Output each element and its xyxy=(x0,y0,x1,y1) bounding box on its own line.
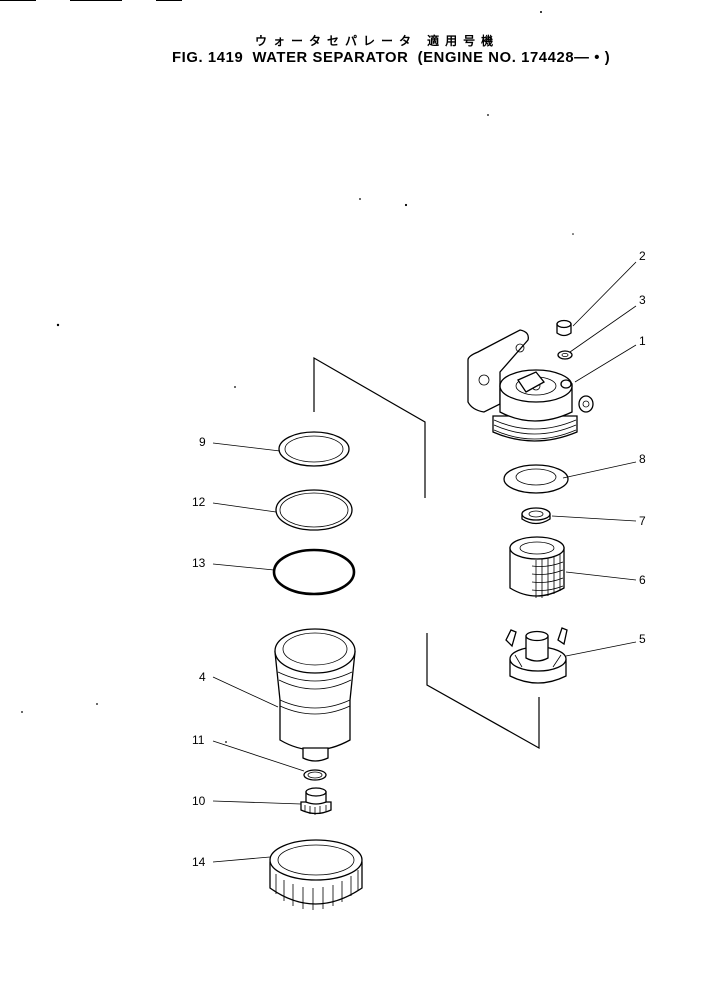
figure-title-text: WATER SEPARATOR xyxy=(252,50,409,66)
ring-nut xyxy=(269,839,363,910)
engine-reference: (ENGINE NO. 174428— • ) xyxy=(417,50,611,66)
figure-title: FIG. 1419 WATER SEPARATOR (ENGINE NO. 1744… xyxy=(172,50,620,66)
callout-labels: 2 3 1 8 7 6 5 9 12 13 4 11 10 14 xyxy=(192,249,646,869)
baffle xyxy=(505,627,568,684)
seal xyxy=(521,507,551,525)
o-ring-12 xyxy=(275,489,353,531)
scan-mark xyxy=(70,0,122,1)
callout-6: 6 xyxy=(639,573,646,587)
callout-5: 5 xyxy=(639,632,646,646)
figure-label: FIG. 1419 xyxy=(172,50,244,66)
washer xyxy=(557,350,573,360)
figure-title-japanese: ウォータセパレータ 適用号機 xyxy=(255,34,500,48)
callout-3: 3 xyxy=(639,293,646,307)
filter-element xyxy=(509,536,565,598)
bowl xyxy=(274,628,356,762)
scan-mark xyxy=(0,0,36,1)
o-ring-11 xyxy=(303,769,327,781)
scan-specks xyxy=(21,11,574,743)
leader-lines xyxy=(212,261,637,863)
callout-14: 14 xyxy=(192,855,206,869)
callout-11: 11 xyxy=(192,733,205,747)
filter-head xyxy=(467,329,594,442)
callout-7: 7 xyxy=(639,514,646,528)
gasket-plate xyxy=(503,464,569,494)
o-ring-13 xyxy=(272,548,356,596)
scan-mark xyxy=(156,0,182,1)
plug xyxy=(556,319,572,337)
drain-plug xyxy=(300,787,332,815)
callout-4: 4 xyxy=(199,670,206,684)
callout-2: 2 xyxy=(639,249,646,263)
assembly-frame-lines xyxy=(313,356,540,750)
callout-1: 1 xyxy=(639,334,646,348)
callout-13: 13 xyxy=(192,556,206,570)
callout-9: 9 xyxy=(199,435,206,449)
callout-8: 8 xyxy=(639,452,646,466)
callout-12: 12 xyxy=(192,495,206,509)
callout-10: 10 xyxy=(192,794,206,808)
o-ring-9 xyxy=(278,431,350,467)
